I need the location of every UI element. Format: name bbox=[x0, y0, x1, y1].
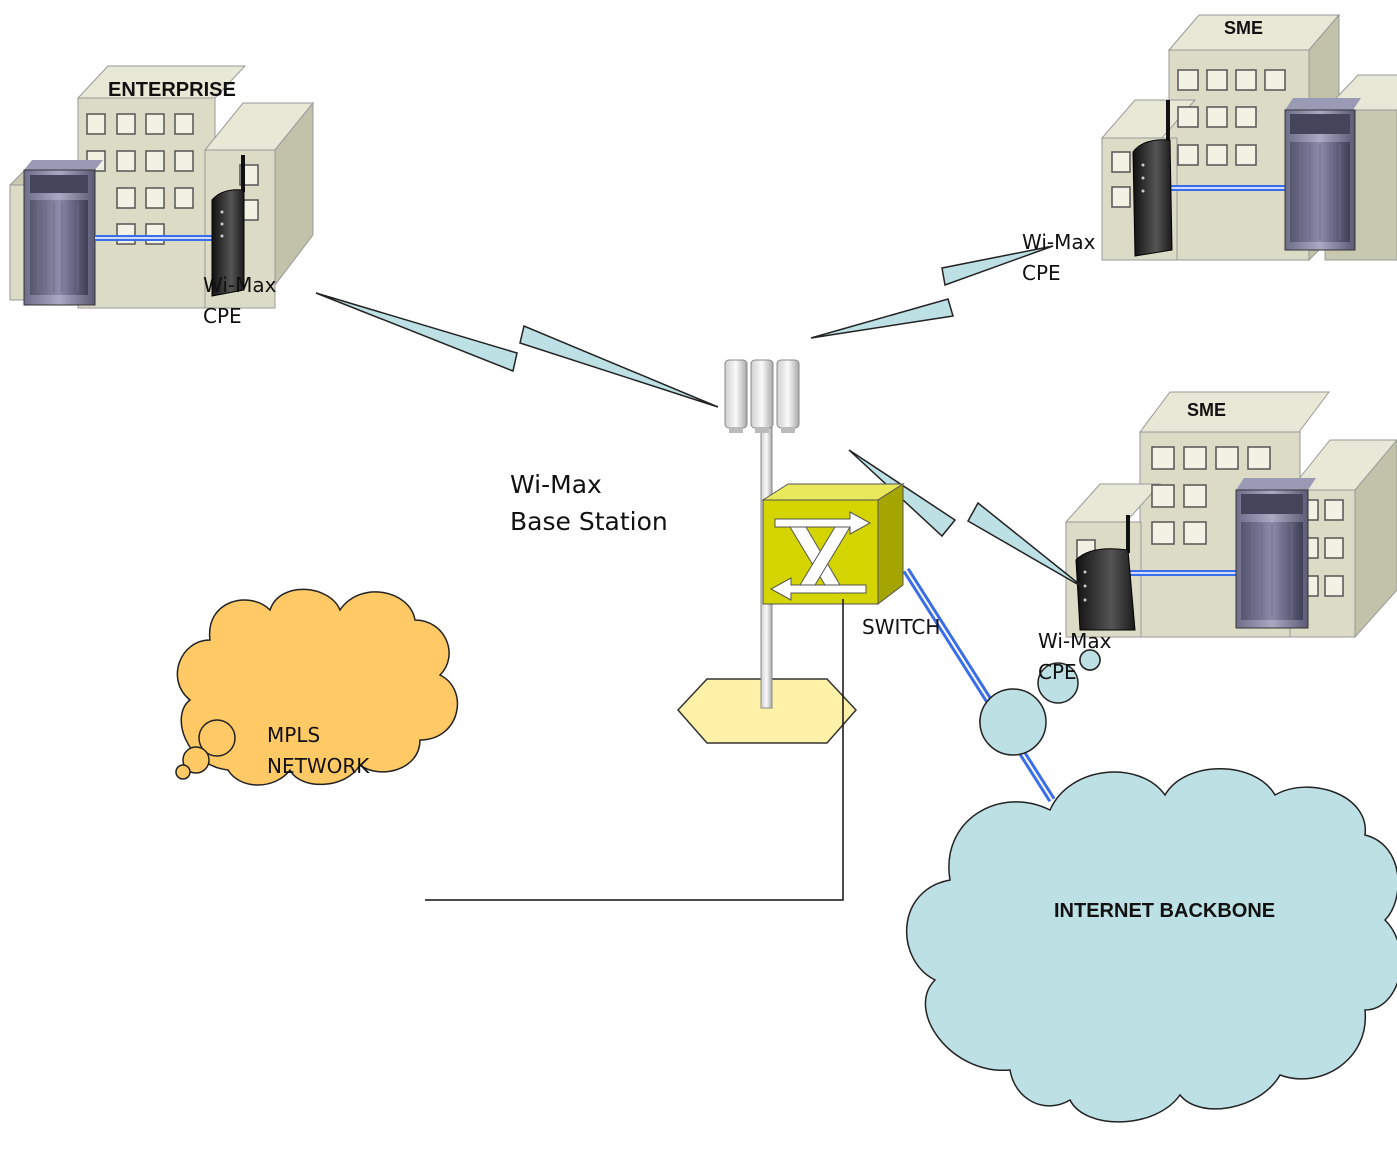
mpls-label: MPLS NETWORK bbox=[267, 723, 370, 778]
enterprise-cpe-modem bbox=[211, 155, 245, 297]
sme-mid-building bbox=[1064, 391, 1397, 639]
mpls-cloud bbox=[175, 588, 459, 786]
sme-mid-label: SME bbox=[1187, 400, 1227, 420]
wireless-link-enterprise bbox=[315, 292, 719, 408]
link-switch-to-internet bbox=[902, 567, 1056, 803]
enterprise-label: ENTERPRISE bbox=[108, 79, 236, 101]
wireless-link-sme-top bbox=[810, 245, 1054, 339]
enterprise-server bbox=[23, 160, 103, 306]
sme-mid-server bbox=[1235, 478, 1316, 629]
base-station-label: Wi-Max Base Station bbox=[510, 470, 668, 536]
enterprise-building bbox=[9, 65, 315, 309]
base-station-pad bbox=[676, 678, 858, 744]
switch bbox=[761, 483, 905, 606]
enterprise-cpe-label: Wi-Max CPE bbox=[203, 273, 277, 328]
switch-arrows-icon bbox=[769, 511, 872, 601]
sme-top-cpe-label: Wi-Max CPE bbox=[1022, 230, 1096, 285]
antenna-array bbox=[724, 359, 800, 433]
sme-top-server bbox=[1284, 98, 1361, 251]
switch-label: SWITCH bbox=[862, 615, 941, 639]
link-switch-to-mpls bbox=[425, 599, 844, 901]
sme-top-cpe-modem bbox=[1132, 100, 1173, 257]
sme-mid-cpe-modem bbox=[1075, 515, 1136, 631]
sme-top-building bbox=[1100, 13, 1397, 262]
sme-top-label: SME bbox=[1224, 18, 1264, 38]
internet-backbone-label: INTERNET BACKBONE bbox=[1054, 900, 1276, 922]
sme-mid-cpe-label: Wi-Max CPE bbox=[1038, 629, 1112, 684]
